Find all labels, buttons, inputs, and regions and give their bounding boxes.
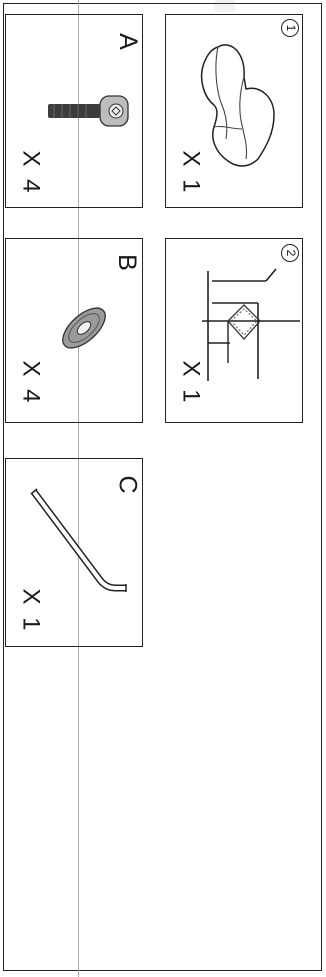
part-c-quantity: X 1 — [17, 588, 45, 634]
part-a-box: A X 4 — [5, 14, 143, 208]
component-1-number-badge: 1 — [281, 19, 299, 37]
chair-seat-icon — [200, 44, 275, 167]
component-1-box: 1 X 1 — [165, 14, 303, 208]
component-2-quantity: X 1 — [177, 360, 205, 406]
part-a-quantity: X 4 — [17, 150, 45, 196]
part-b-letter: B — [112, 254, 141, 271]
part-b-box: B X 4 — [5, 238, 143, 423]
fold-line — [78, 0, 79, 977]
component-1-quantity: X 1 — [177, 150, 205, 196]
component-2-box: 2 X 1 — [165, 238, 303, 423]
chair-base-icon — [202, 268, 300, 381]
scan-speck — [214, 0, 236, 12]
bolt-icon — [48, 95, 129, 127]
parts-sheet — [3, 3, 322, 971]
part-c-box: C X 1 — [5, 458, 143, 647]
hex-key-icon — [30, 488, 127, 592]
washer-icon — [62, 307, 106, 349]
part-b-quantity: X 4 — [17, 360, 45, 406]
part-a-letter: A — [113, 33, 142, 50]
component-2-number-badge: 2 — [281, 244, 299, 262]
component-2-number: 2 — [284, 249, 298, 257]
component-1-number: 1 — [284, 24, 298, 32]
